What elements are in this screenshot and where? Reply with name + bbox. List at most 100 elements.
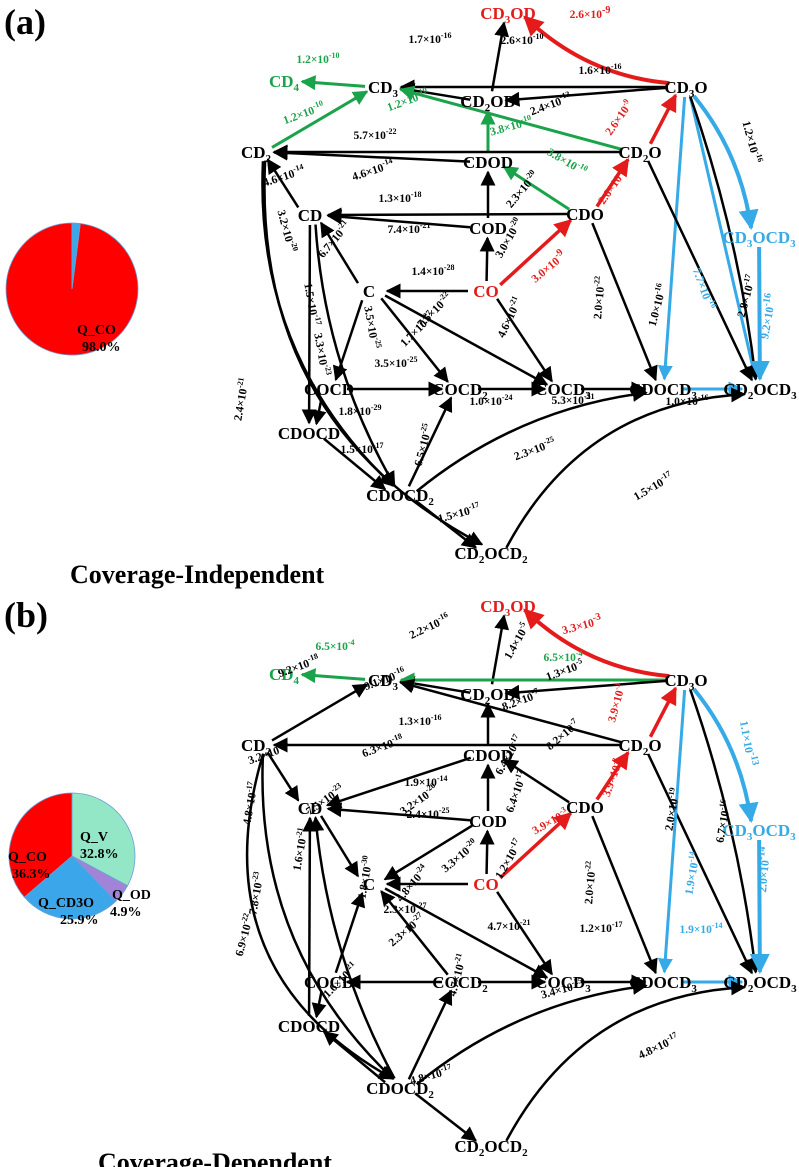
rate-label: 6.5×10-4 — [315, 638, 354, 653]
species-cd3od: CD3OD — [480, 597, 536, 619]
species-cdod: CDOD — [463, 746, 513, 765]
rate-label: 2.0×10-22 — [580, 860, 599, 904]
species-cd2ocd2: CD2OCD2 — [454, 544, 528, 566]
species-cdocd3: CDOCD3 — [629, 973, 697, 995]
rate-label: 1.9×10-14 — [679, 921, 722, 936]
rate-label: 1.1×10-13 — [737, 719, 761, 767]
species-cd2ocd3: CD2OCD3 — [723, 973, 797, 995]
reaction-arrow-cd3o-to-cd2ocd3 — [689, 689, 762, 974]
reaction-arrow-cd2od-to-cd3od — [490, 614, 510, 685]
rate-label: 7.8×10-23 — [244, 871, 266, 916]
species-cocd3: COCD3 — [535, 380, 591, 402]
rate-label: 4.8×10-17 — [635, 1030, 680, 1062]
reaction-arrow-c-to-cd — [319, 221, 360, 284]
reaction-arrow-cd2-to-cd — [266, 751, 300, 802]
reaction-arrow-cod-to-cd — [326, 802, 471, 822]
rate-label: 4.6×10-14 — [350, 156, 396, 184]
species-cd2o: CD2O — [618, 736, 661, 758]
pie-slice-q-v — [71, 792, 136, 887]
reaction-arrow-cdod-to-cd — [325, 756, 472, 809]
species-c: C — [363, 282, 375, 301]
reaction-arrow-cdo-to-cdod — [502, 758, 570, 804]
reaction-arrow-c-to-cocd2 — [380, 297, 449, 383]
reaction-edges — [261, 15, 770, 549]
rate-label: 3.5×10-25 — [374, 355, 417, 370]
species-cd3o: CD3O — [664, 671, 707, 693]
reaction-arrow-cd3o-to-cd2od — [504, 86, 669, 107]
rate-label: 7.4×10-21 — [387, 221, 430, 236]
species-cocd: COCD — [304, 380, 354, 399]
species-cd2ocd3: CD2OCD3 — [723, 380, 797, 402]
reaction-arrow-c-to-cocd3 — [384, 294, 549, 386]
rate-label: 3.3×10-23 — [311, 332, 333, 377]
reaction-arrow-co-to-cdo — [499, 811, 573, 880]
reaction-arrow-cd2o-to-cd3 — [399, 85, 623, 151]
rate-label: 2.6×10-9 — [594, 166, 629, 207]
species-cdocd2: CDOCD2 — [366, 1079, 434, 1101]
panel-caption: Coverage-Independent — [70, 560, 325, 589]
reaction-arrow-cd3o-to-cd3ocd3 — [692, 687, 759, 823]
species-cocd3: COCD3 — [535, 973, 591, 995]
rate-label: 1.6×10-21 — [288, 827, 310, 872]
reaction-arrow-cd3-to-cd4 — [300, 668, 366, 684]
species-cd2: CD2 — [241, 736, 272, 758]
panel-caption: Coverage-Dependent — [98, 1148, 332, 1167]
reaction-arrow-cd-to-cdocd2 — [314, 224, 396, 487]
rate-label: 1.9×10-14 — [404, 774, 447, 789]
rate-label: 5.7×10-22 — [353, 127, 396, 142]
rate-label: 3.8×10-10 — [545, 144, 590, 179]
reaction-arrow-cdocd2-to-cocd2 — [407, 396, 453, 487]
reaction-arrow-c-to-cocd3 — [384, 887, 549, 979]
rate-label: 1.5×10-17 — [301, 282, 323, 327]
reaction-arrow-cdocd2-to-cd — [309, 816, 396, 1080]
reaction-edges — [245, 608, 770, 1142]
rate-label: 1.0×10-16 — [644, 282, 670, 328]
rate-label: 2.3×10-20 — [502, 168, 541, 211]
species-cd2o: CD2O — [618, 143, 661, 165]
reaction-arrow-cd-to-cd2 — [266, 158, 300, 209]
rate-label: 3.9×10-3 — [603, 682, 628, 724]
reaction-arrow-cdo-to-cdocd3 — [591, 815, 658, 975]
rate-label: 9.2×10-16 — [755, 292, 779, 340]
reaction-arrow-cdocd-to-cd — [302, 816, 318, 1017]
reaction-arrow-co-to-cod — [479, 236, 495, 282]
species-cd3: CD3 — [368, 671, 399, 693]
rate-label: 1.2×10-10 — [296, 51, 339, 66]
panel-label: (b) — [4, 595, 48, 635]
species-cocd: COCD — [304, 973, 354, 992]
reaction-arrow-cd3-to-cd4 — [300, 75, 366, 91]
rate-label: 2.6×10-10 — [500, 32, 543, 47]
reaction-arrow-cdocd2-to-cd2ocd2 — [414, 1092, 478, 1142]
species-cocd2: COCD2 — [432, 380, 488, 402]
species-cd2od: CD2OD — [460, 685, 516, 707]
reaction-arrow-cd2-to-cdocd2 — [245, 753, 395, 1080]
rate-label: 1.7×10-16 — [408, 31, 451, 46]
rate-label: 2.0×10-22 — [589, 275, 608, 319]
rate-label: 2.6×10-9 — [601, 97, 636, 138]
reaction-arrow-cd3o-to-cd3od — [523, 608, 670, 679]
species-cd3od: CD3OD — [480, 4, 536, 26]
species-cd3ocd3: CD3OCD3 — [722, 228, 796, 250]
reaction-arrow-co-to-cocd3 — [496, 298, 553, 383]
panel-a: (a)Coverage-IndependentQ_CO98.0%CD3ODCD4… — [4, 2, 797, 589]
rate-label: 2.3×10-27 — [383, 901, 426, 916]
reaction-arrow-cdo-to-cd — [326, 207, 568, 223]
rate-label: 1.5×10-17 — [340, 441, 383, 456]
reaction-arrow-c-to-cocd — [332, 299, 364, 382]
rate-label: 3.8×10-10 — [488, 113, 534, 139]
reaction-arrow-cocd-to-cdocd — [311, 990, 327, 1019]
reaction-arrow-co-to-cocd3 — [496, 891, 553, 976]
rate-label: 3.5×10-25 — [361, 305, 383, 350]
rate-label: 6.5×10-4 — [543, 649, 582, 664]
rate-label: 1.8×10-29 — [338, 403, 381, 418]
pie-slice-q-cd3o — [23, 855, 117, 920]
species-cd4: CD4 — [269, 665, 300, 687]
reaction-arrow-cd2o-to-cd2ocd3 — [647, 160, 753, 382]
pie-slice-other — [71, 222, 81, 290]
pie-label-percent: 98.0% — [82, 340, 121, 355]
reaction-arrow-cd2od-to-cd3od — [490, 21, 510, 92]
